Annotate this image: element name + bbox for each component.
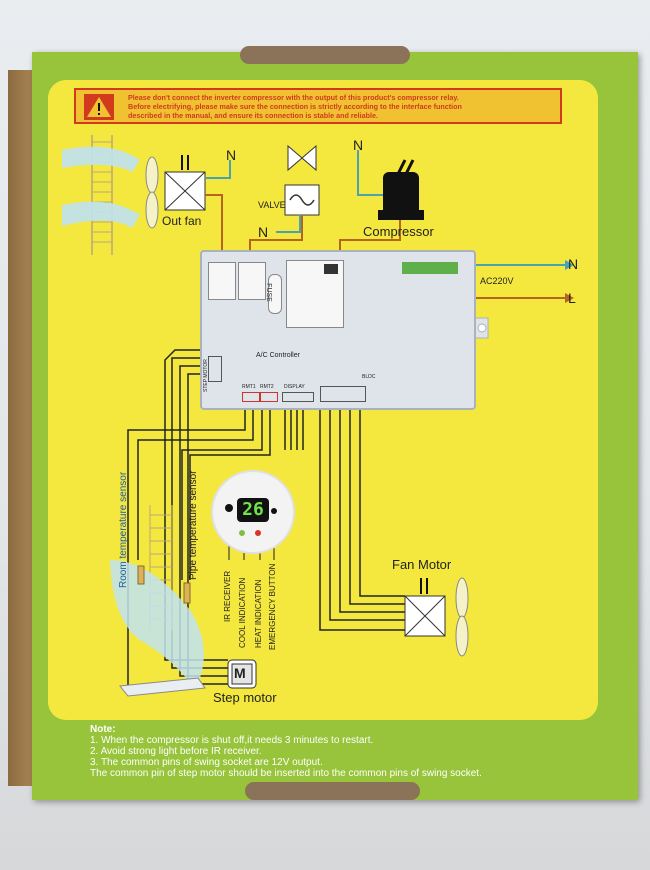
warning-line-1: Please don't connect the inverter compre… [128, 93, 459, 102]
emergency-button-label: EMERGENCY BUTTON [268, 563, 277, 650]
step-motor-icon [227, 659, 257, 689]
rmt2-label: RMT2 [260, 384, 274, 390]
cool-led [239, 530, 245, 536]
fuse-label: FUSE [264, 283, 272, 302]
valve-label: VALVE [258, 200, 286, 210]
fan-motor-icon [404, 577, 469, 657]
notes-title: Note: [90, 724, 116, 735]
relay-3 [286, 260, 344, 328]
display-connector-label: DISPLAY [284, 384, 305, 390]
relay-1 [208, 262, 236, 300]
fuse: FUSE [264, 274, 282, 314]
louver [119, 677, 206, 697]
out-fan-label: Out fan [162, 214, 202, 228]
note-item-3-cont: The common pin of step motor should be i… [90, 768, 482, 779]
room-sensor-probe [137, 565, 145, 585]
n-label-compressor: N [353, 137, 364, 153]
fan-motor-connector [320, 386, 366, 402]
compressor-icon [378, 159, 424, 220]
note-item-1: 1. When the compressor is shut off,it ne… [90, 735, 374, 746]
bldc-label: BLDC [362, 374, 376, 380]
fan-motor-label: Fan Motor [392, 557, 452, 572]
warning-text: Please don't connect the inverter compre… [128, 93, 554, 120]
airflow-arrows [62, 146, 140, 228]
warning-icon [84, 94, 114, 120]
ir-receiver-label: IR RECEIVER [223, 570, 232, 622]
emergency-button [271, 508, 277, 514]
ac-controller-board: FUSE AC220V A/C Controller RMT1 RMT2 DIS… [200, 250, 514, 410]
heat-indication-label: HEAT INDICATION [254, 579, 263, 648]
note-item-2: 2. Avoid strong light before IR receiver… [90, 746, 262, 757]
relay-2 [238, 262, 266, 300]
warning-line-2: Before electrifying, please make sure th… [128, 102, 462, 111]
ir-receiver-dot [225, 504, 233, 512]
display-connector [282, 392, 314, 402]
rmt1-connector [242, 392, 260, 402]
motor-m-label: M [234, 665, 246, 681]
heat-led [255, 530, 261, 536]
rmt2-connector [260, 392, 278, 402]
l-label-mains: L [568, 290, 576, 306]
n-label-fan: N [226, 147, 237, 163]
valve-icon [284, 144, 320, 216]
indoor-airflow [110, 560, 204, 690]
step-motor-connector [208, 356, 222, 382]
room-sensor-label: Room temperature sensor [118, 471, 129, 588]
n-label-mains: N [568, 256, 579, 272]
notes-section: Note: 1. When the compressor is shut off… [90, 724, 482, 779]
step-motor-connector-label: STEP MOTOR [203, 359, 209, 392]
rmt1-label: RMT1 [242, 384, 256, 390]
relay-3-terminal [324, 264, 338, 274]
note-item-3: 3. The common pins of swing socket are 1… [90, 757, 323, 768]
warning-line-3: described in the manual, and ensure its … [128, 111, 379, 120]
temperature-display: 26 [237, 498, 269, 522]
cool-indication-label: COOL INDICATION [238, 577, 247, 648]
ac-controller-label: A/C Controller [256, 352, 300, 359]
warning-banner: Please don't connect the inverter compre… [74, 88, 562, 124]
step-motor-label: Step motor [213, 690, 277, 705]
out-fan-icon [145, 155, 206, 229]
power-terminal [402, 262, 458, 274]
n-label-valve: N [258, 224, 269, 240]
pipe-sensor-probe [183, 582, 191, 604]
ac220v-label: AC220V [480, 276, 514, 286]
top-tape [240, 46, 410, 64]
pipe-sensor-label: Pipe temperature sensor [188, 470, 199, 580]
bottom-tape [245, 782, 420, 800]
display-module: 26 [213, 472, 293, 552]
compressor-label: Compressor [363, 224, 434, 239]
